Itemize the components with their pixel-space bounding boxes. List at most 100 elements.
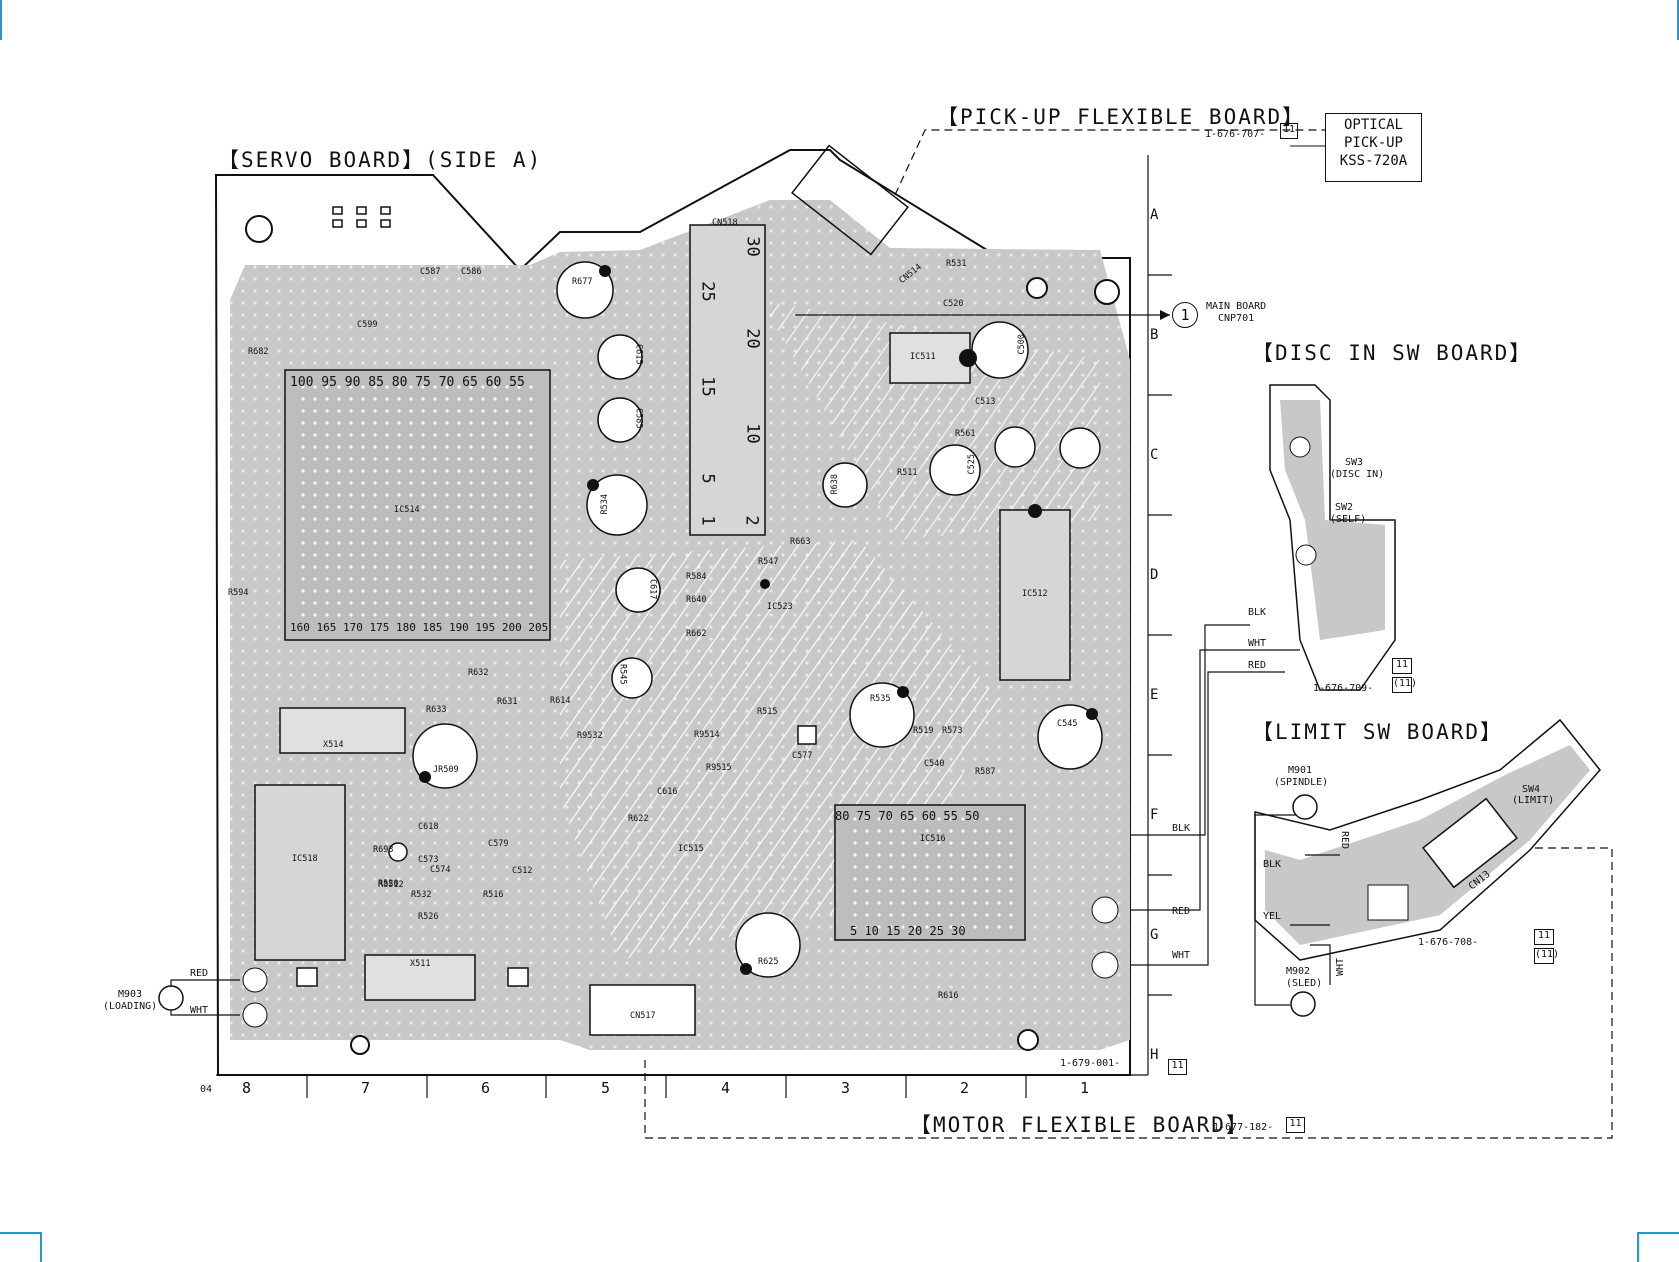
component-label: R526: [418, 912, 439, 922]
servo-board-title: 【SERVO BOARD】(SIDE A): [218, 148, 543, 172]
component-label: R631: [497, 697, 518, 707]
component-label: C585: [633, 408, 644, 429]
component-label: C513: [975, 397, 996, 407]
disc-in-title: 【DISC IN SW BOARD】: [1252, 341, 1533, 365]
component-label: R8512: [378, 880, 404, 890]
cn518-pin-30: 30: [742, 236, 763, 257]
cn518-pin-15: 15: [697, 376, 718, 397]
ic514-bottom-pins: 160 165 170 175 180 185 190 195 200 205: [290, 621, 549, 634]
component-label: R531: [946, 259, 967, 269]
component-label: JR509: [433, 765, 459, 775]
component-label: R614: [550, 696, 571, 706]
row-a: A: [1150, 207, 1159, 223]
component-label: R545: [617, 664, 628, 685]
x514-label: X514: [323, 740, 344, 750]
m902-name: M902: [1286, 966, 1311, 977]
limit-blk: BLK: [1263, 859, 1282, 870]
ic515-label: IC515: [678, 844, 704, 854]
row-d: D: [1150, 567, 1159, 583]
m902-motor-symbol: [1290, 991, 1316, 1017]
cn517-label: CN517: [630, 1011, 656, 1021]
limit-ref2: (11): [1534, 948, 1559, 964]
m903-name: M903: [118, 989, 143, 1000]
disc-in-wht: WHT: [1248, 638, 1267, 649]
cn518-pin-1: 1: [697, 515, 718, 526]
component-label: C512: [512, 866, 533, 876]
motor-flex-leader: [644, 847, 1613, 1139]
m903-red: RED: [190, 968, 209, 979]
optical-pickup-box: OPTICAL PICK-UP KSS-720A: [1325, 113, 1422, 182]
component-label: C586: [461, 267, 482, 277]
sw2-label: SW2: [1335, 502, 1354, 513]
disc-in-ref2: (11): [1392, 677, 1417, 693]
disc-in-wires: [1130, 624, 1300, 966]
component-label: R519: [913, 726, 934, 736]
col-3: 3: [841, 1079, 851, 1097]
component-label: R561: [955, 429, 976, 439]
component-label: R594: [228, 588, 249, 598]
component-label: R9514: [694, 730, 720, 740]
component-label: C525: [966, 454, 977, 475]
disc-in-red: RED: [1248, 660, 1267, 671]
col-6: 6: [481, 1079, 491, 1097]
m901-name: M901: [1288, 765, 1313, 776]
grid-frame: [216, 155, 1172, 1098]
ic511: [889, 332, 971, 384]
component-label: R632: [468, 668, 489, 678]
component-label: C615: [633, 344, 644, 365]
sw3-desc: (DISC IN): [1330, 469, 1385, 480]
component-label: R587: [975, 767, 996, 777]
component-label: C616: [657, 787, 678, 797]
component-label: R677: [572, 277, 593, 287]
col-4: 4: [721, 1079, 731, 1097]
ic518-label: IC518: [292, 854, 318, 864]
cn518-pin-20: 20: [742, 328, 763, 349]
limit-part-no: 1-676-708-: [1418, 937, 1479, 948]
crop-mark-bottom-left-v: [40, 1232, 42, 1262]
cn518-pin-2: 2: [741, 515, 762, 526]
disc-in-part-no: 1-676-709-: [1313, 683, 1374, 694]
row-f: F: [1150, 807, 1159, 823]
component-label: R584: [686, 572, 707, 582]
row-b: B: [1150, 327, 1159, 343]
component-label: R511: [897, 468, 918, 478]
col-5: 5: [601, 1079, 611, 1097]
sw4-label: SW4: [1522, 784, 1541, 795]
ic514-label: IC514: [394, 505, 420, 515]
cn518: [689, 224, 766, 536]
optical-line3: KSS-720A: [1339, 153, 1408, 169]
row-g: G: [1150, 927, 1159, 943]
ic514-top-pins: 100 95 90 85 80 75 70 65 60 55: [290, 375, 525, 390]
crop-mark-top-right: [1677, 0, 1679, 40]
m901-motor-symbol: [1292, 794, 1318, 820]
row-e: E: [1150, 687, 1159, 703]
component-label: R622: [628, 814, 649, 824]
limit-yel: YEL: [1263, 911, 1282, 922]
component-label: R547: [758, 557, 779, 567]
ic511-label: IC511: [910, 352, 936, 362]
cn514: [791, 144, 909, 256]
ic512-label: IC512: [1022, 589, 1048, 599]
component-label: C587: [420, 267, 441, 277]
component-label: R640: [686, 595, 707, 605]
test-pads: [296, 206, 817, 987]
component-label: R693: [373, 845, 394, 855]
component-label: R535: [870, 694, 891, 704]
m902-desc: (SLED): [1286, 978, 1323, 989]
component-label: C574: [430, 865, 451, 875]
main-board-num: 1: [1172, 302, 1198, 328]
component-label: R534: [599, 494, 610, 515]
col-1: 1: [1080, 1079, 1090, 1097]
component-label: C540: [924, 759, 945, 769]
component-label: R633: [426, 705, 447, 715]
component-label: C618: [418, 822, 439, 832]
component-label: C500: [1016, 334, 1027, 355]
disc-in-ref: 11: [1392, 658, 1412, 674]
cn518-label: CN518: [712, 218, 738, 228]
x511: [364, 954, 476, 1001]
col-8: 8: [242, 1079, 252, 1097]
m901-desc: (SPINDLE): [1274, 777, 1329, 788]
sw4-desc: (LIMIT): [1512, 795, 1555, 806]
pickup-flex-title: 【PICK-UP FLEXIBLE BOARD】: [937, 105, 1306, 129]
